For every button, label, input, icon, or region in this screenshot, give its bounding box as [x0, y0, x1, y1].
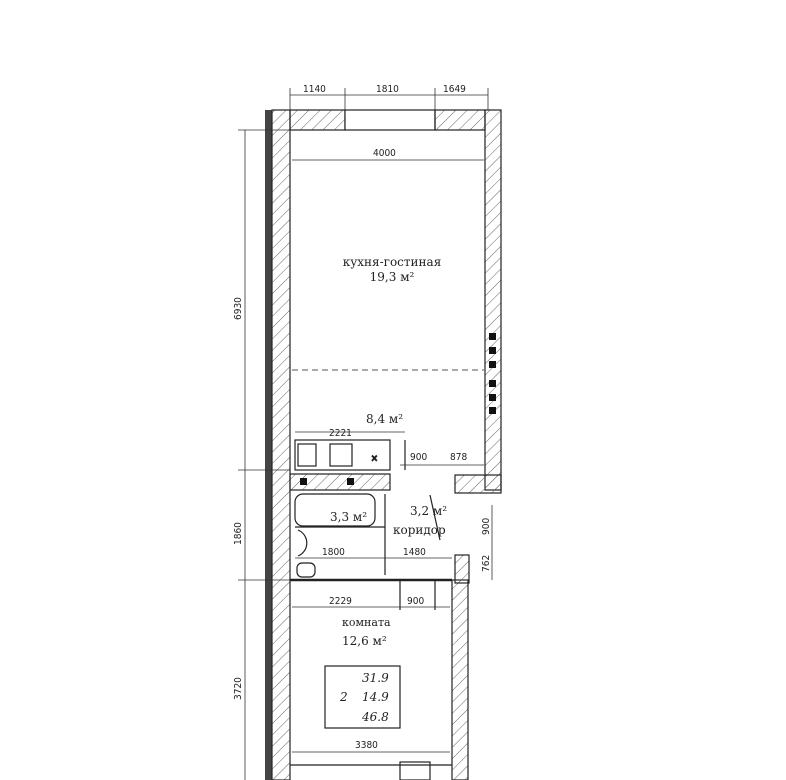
dim-top-1: 1140	[303, 84, 326, 95]
vent-shaft-icon	[347, 478, 354, 485]
bathroom-area: 3,3 м²	[330, 510, 367, 524]
summary-box	[324, 665, 401, 729]
partition-wall	[289, 473, 391, 491]
bathtub-icon	[294, 493, 376, 527]
room-name: комната	[342, 616, 391, 629]
dim-side-762: 762	[481, 555, 492, 572]
dim-left-room: 3720	[233, 677, 244, 700]
dim-room-width: 3380	[355, 740, 378, 751]
dim-door-vert: 900	[481, 518, 492, 535]
dim-left-kitchen: 6930	[233, 297, 244, 320]
wall-right	[484, 109, 502, 491]
summary-rooms: 2	[339, 690, 348, 704]
vent-shaft-icon	[300, 478, 307, 485]
wall-column	[454, 554, 470, 584]
dim-door-a: 900	[410, 452, 427, 463]
kitchen-living-area: 19,3 м²	[370, 270, 415, 284]
wall-corridor-right	[454, 474, 502, 494]
door-swing	[429, 494, 441, 541]
corridor-area: 3,2 м²	[410, 504, 447, 518]
dim-left-mid: 1860	[233, 522, 244, 545]
room-area: 12,6 м²	[342, 634, 387, 648]
dim-kitchen-width: 4000	[373, 148, 396, 159]
washbasin-icon	[297, 529, 308, 557]
summary-total-area: 46.8	[361, 710, 389, 724]
dim-corridor-1480: 1480	[403, 547, 426, 558]
sink-icon	[297, 443, 317, 467]
wall-left-hatch	[271, 109, 291, 780]
summary-living-area: 31.9	[362, 671, 389, 685]
dim-room-2229: 2229	[329, 596, 352, 607]
dim-bath: 1800	[322, 547, 345, 558]
fridge-icon: ×	[371, 454, 378, 464]
kitchen-zone-area: 8,4 м²	[366, 412, 403, 426]
summary-aux-area: 14.9	[362, 690, 389, 704]
corridor-name: коридор	[393, 523, 446, 537]
wall-right-lower	[451, 579, 469, 780]
window-top	[344, 109, 436, 131]
kitchen-living-name: кухня-гостиная	[343, 255, 442, 269]
radiator-icon	[489, 333, 496, 414]
wall-top-right	[434, 109, 486, 131]
exterior-wall-left	[265, 110, 272, 780]
stove-icon	[329, 443, 353, 467]
wall-top-left	[289, 109, 346, 131]
dim-top-3: 1649	[443, 84, 466, 95]
dim-corridor-878: 878	[450, 452, 467, 463]
dim-counter: 2221	[329, 428, 352, 439]
dim-door-b: 900	[407, 596, 424, 607]
kitchen-counter	[294, 439, 391, 471]
dim-top-2: 1810	[376, 84, 399, 95]
toilet-icon	[296, 562, 316, 578]
